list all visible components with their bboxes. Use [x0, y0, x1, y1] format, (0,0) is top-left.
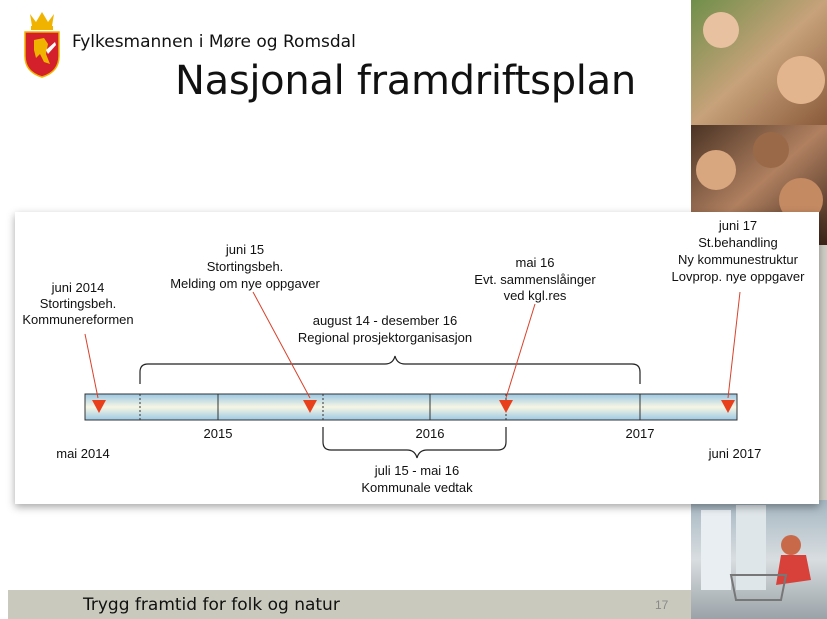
milestone-marker [303, 400, 317, 413]
timeline-diagram: 2015 2016 2017 mai 2014 juni 2017 august… [22, 218, 806, 495]
milestone-arrow-line [84, 333, 99, 399]
upper-span-bracket [139, 355, 641, 384]
footer-bar: Trygg framtid for folk og natur 17 [8, 590, 691, 619]
coat-of-arms-icon [24, 12, 60, 78]
upper-span-label: Regional prosjektorganisasjon [298, 330, 472, 345]
footer-slogan: Trygg framtid for folk og natur [83, 595, 340, 615]
milestone-label: Stortingsbeh. [207, 259, 284, 274]
milestone-label: juni 15 [225, 242, 264, 257]
end-label: juni 2017 [708, 446, 762, 461]
milestone-marker [721, 400, 735, 413]
page-number: 17 [655, 598, 669, 612]
year-label: 2016 [416, 426, 445, 441]
milestone-label: Stortingsbeh. [40, 296, 117, 311]
milestone-label: ved kgl.res [504, 288, 567, 303]
lower-span-label: Kommunale vedtak [361, 480, 473, 495]
milestone-marker [499, 400, 513, 413]
milestone-label: Kommunereformen [22, 312, 133, 327]
start-label: mai 2014 [56, 446, 109, 461]
page-title: Nasjonal framdriftsplan [175, 58, 636, 104]
milestone-label: juni 2014 [51, 280, 105, 295]
year-label: 2017 [626, 426, 655, 441]
milestone-arrow-line [727, 291, 741, 399]
milestone-label: St.behandling [698, 235, 778, 250]
year-label: 2015 [204, 426, 233, 441]
milestone-arrow-line [252, 291, 311, 399]
milestone-label: Melding om nye oppgaver [170, 276, 320, 291]
timeline-bar [84, 393, 738, 421]
milestone-label: Ny kommunestruktur [678, 252, 799, 267]
milestone-marker [92, 400, 106, 413]
upper-span-label: august 14 - desember 16 [313, 313, 458, 328]
timeline-figure: 2015 2016 2017 mai 2014 juni 2017 august… [15, 212, 819, 504]
milestone-arrow-line [505, 303, 536, 399]
organization-name: Fylkesmannen i Møre og Romsdal [72, 32, 356, 52]
lower-span-bracket [322, 427, 507, 459]
milestone-label: Lovprop. nye oppgaver [672, 269, 806, 284]
milestone-label: mai 16 [515, 255, 554, 270]
milestone-label: Evt. sammenslåinger [474, 272, 596, 287]
milestone-label: juni 17 [718, 218, 757, 233]
lower-span-label: juli 15 - mai 16 [374, 463, 460, 478]
